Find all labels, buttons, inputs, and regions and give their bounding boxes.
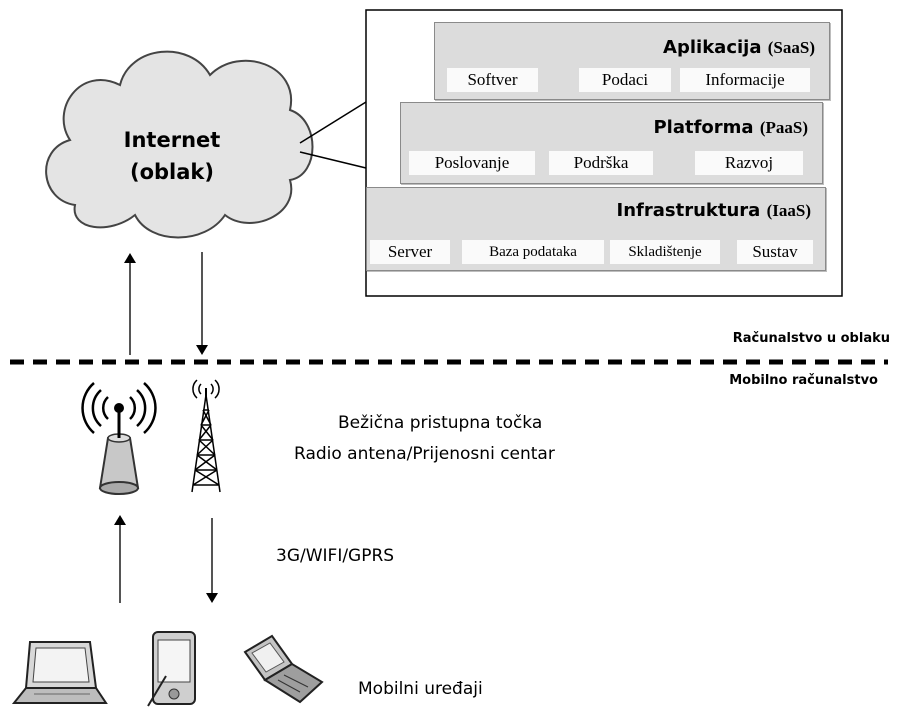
wireless-access-point-icon xyxy=(81,382,157,495)
iaas-layer: Infrastruktura (IaaS) Server Baza podata… xyxy=(366,187,826,271)
saas-title-text: Aplikacija xyxy=(663,37,762,58)
cloud-computing-label: Računalstvo u oblaku xyxy=(732,331,890,346)
iaas-title: Infrastruktura (IaaS) xyxy=(617,200,811,221)
network-caption: 3G/WIFI/GPRS xyxy=(276,546,395,566)
cloud-title: Internet xyxy=(123,128,221,152)
laptop-icon xyxy=(11,641,108,704)
saas-item: Podaci xyxy=(579,68,671,92)
iaas-title-text: Infrastruktura xyxy=(616,200,761,221)
flip-phone-icon xyxy=(243,634,324,704)
iaas-item: Sustav xyxy=(737,240,813,264)
iaas-abbr: (IaaS) xyxy=(766,201,811,220)
paas-title: Platforma (PaaS) xyxy=(653,117,808,138)
paas-abbr: (PaaS) xyxy=(759,118,808,137)
paas-item: Podrška xyxy=(549,151,653,175)
connector-line-bottom xyxy=(299,151,367,169)
connector-line-top xyxy=(299,101,367,144)
cloud-services-frame xyxy=(365,9,843,297)
saas-item: Softver xyxy=(447,68,538,92)
saas-abbr: (SaaS) xyxy=(767,38,815,57)
radio-tower-icon xyxy=(191,379,221,493)
cloud-subtitle: (oblak) xyxy=(130,160,214,184)
paas-title-text: Platforma xyxy=(653,117,754,138)
saas-layer: Aplikacija (SaaS) Softver Podaci Informa… xyxy=(434,22,830,100)
paas-item: Poslovanje xyxy=(409,151,535,175)
cloud-icon xyxy=(45,50,314,239)
mobile-computing-label: Mobilno računalstvo xyxy=(729,373,878,388)
pda-icon xyxy=(147,631,196,707)
paas-item: Razvoj xyxy=(695,151,803,175)
iaas-item: Baza podataka xyxy=(462,240,604,264)
saas-title: Aplikacija (SaaS) xyxy=(663,37,815,58)
saas-item: Informacije xyxy=(680,68,810,92)
iaas-item: Skladištenje xyxy=(610,240,720,264)
iaas-item: Server xyxy=(370,240,450,264)
access-caption-line1: Bežična pristupna točka xyxy=(338,413,543,433)
devices-caption: Mobilni uređaji xyxy=(358,679,483,699)
access-caption-line2: Radio antena/Prijenosni centar xyxy=(294,444,555,464)
paas-layer: Platforma (PaaS) Poslovanje Podrška Razv… xyxy=(400,102,823,184)
